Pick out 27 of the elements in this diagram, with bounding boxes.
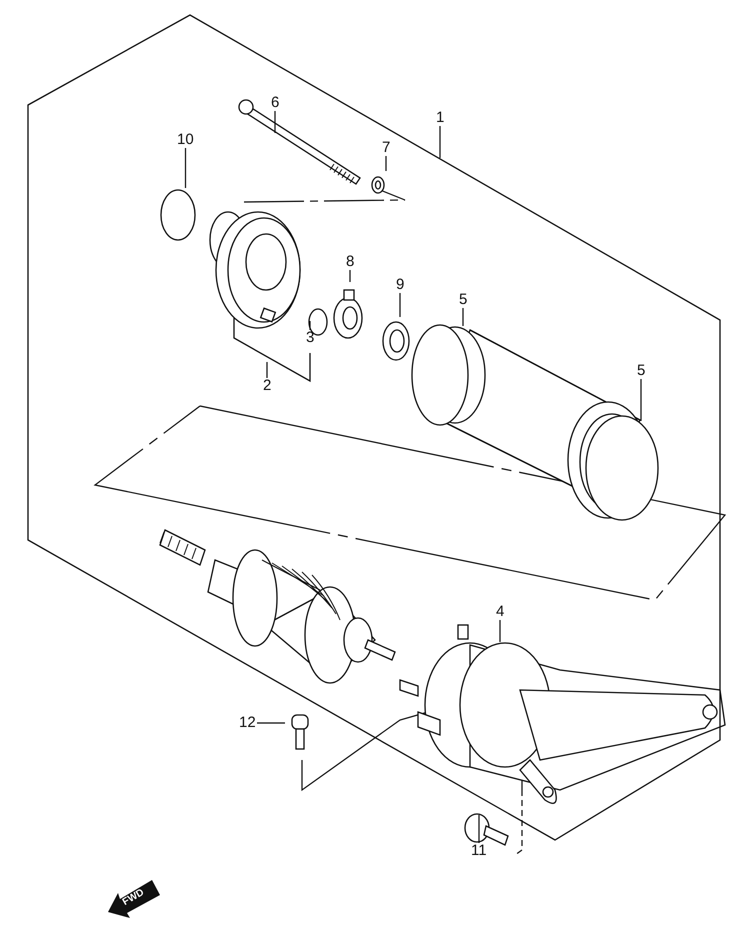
- callout-number: 11: [470, 843, 488, 859]
- leader-line: [274, 111, 276, 133]
- callout-number: 9: [395, 277, 406, 293]
- leader-line: [184, 148, 186, 188]
- leader-line: [349, 270, 351, 282]
- leader-line: [309, 321, 311, 330]
- direction-label: FWD: [120, 887, 146, 908]
- leader-line: [462, 308, 464, 326]
- leader-line: [257, 722, 285, 724]
- leader-line: [399, 293, 401, 317]
- callout-number: 4: [495, 604, 506, 620]
- callout-number: 10: [176, 132, 195, 148]
- callout-number: 7: [381, 140, 392, 156]
- callout-number: 8: [345, 254, 356, 270]
- leader-line: [640, 379, 642, 421]
- leader-line: [499, 620, 501, 642]
- leader-line: [385, 156, 387, 171]
- callout-number: 5: [458, 292, 468, 308]
- callout-number: 5: [636, 363, 646, 379]
- leader-line: [478, 815, 480, 843]
- callout-number: 2: [262, 378, 272, 394]
- callout-number: 6: [270, 95, 280, 111]
- leader-line: [266, 362, 268, 378]
- callout-number: 3: [305, 330, 316, 346]
- leader-line: [439, 126, 441, 158]
- callout-number: 1: [435, 110, 446, 126]
- callout-number: 12: [238, 715, 257, 731]
